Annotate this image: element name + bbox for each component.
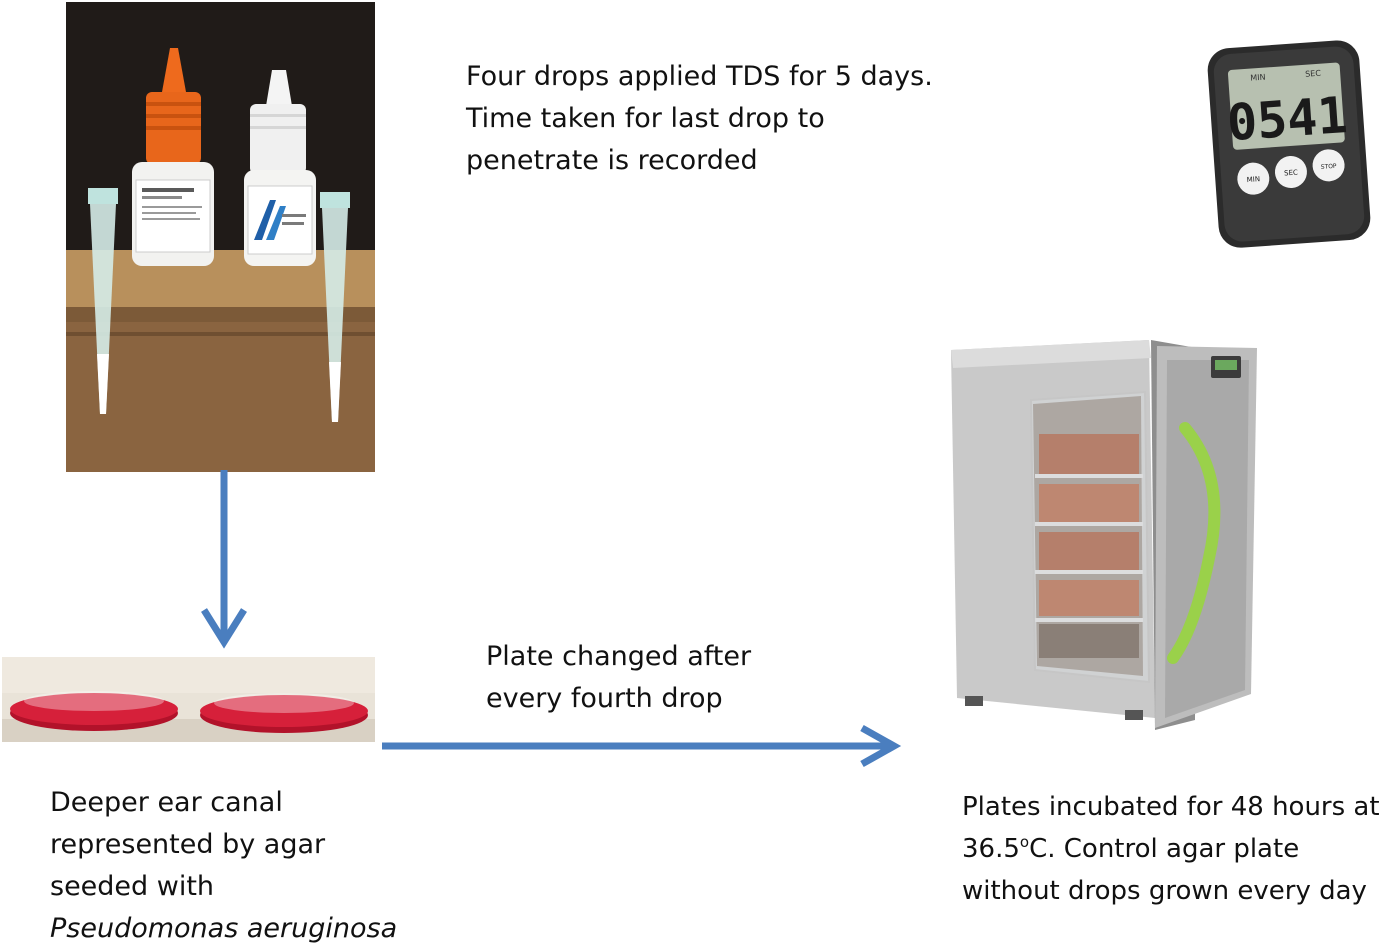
left-pipette-tip	[88, 188, 118, 414]
timer-digits: 0541	[1225, 86, 1349, 152]
incubator-shelves	[1035, 434, 1143, 658]
incubation-line-1: Plates incubated for 48 hours at	[962, 792, 1380, 822]
timer-label-sec: SEC	[1305, 69, 1322, 79]
plate-change-note: Plate changed after every fourth drop	[486, 636, 751, 720]
incubation-line-2: 36.5oC. Control agar plate	[962, 828, 1380, 870]
incubation-line-2-rest: C. Control agar plate	[1029, 834, 1300, 864]
timer-sec-button-label: SEC	[1284, 169, 1298, 178]
drops-line-3: penetrate is recorded	[466, 145, 758, 176]
drops-line-2: Time taken for last drop to	[466, 103, 825, 134]
down-arrow	[198, 470, 250, 652]
timer-stop-button[interactable]	[1312, 148, 1346, 182]
timer-stop-button-label: STOP	[1321, 163, 1338, 171]
incubation-description: Plates incubated for 48 hours at 36.5oC.…	[962, 786, 1380, 912]
digital-timer: MIN SEC 0541 MIN SEC STOP	[1205, 38, 1375, 250]
right-pipette-tip	[320, 192, 350, 422]
plate-line-1: Plate changed after	[486, 641, 752, 672]
ear-drops-photo	[66, 2, 375, 472]
degree-sign: o	[1019, 833, 1030, 851]
incubator-photo	[945, 338, 1269, 738]
agar-plate-left	[10, 691, 178, 731]
agar-line-1: Deeper ear canal	[50, 787, 283, 818]
agar-plate-right	[200, 693, 368, 733]
drops-line-1: Four drops applied TDS for 5 days.	[466, 61, 933, 92]
right-arrow	[380, 724, 904, 768]
agar-description: Deeper ear canal represented by agar see…	[50, 782, 397, 950]
timer-min-button[interactable]	[1236, 162, 1270, 196]
drops-instructions: Four drops applied TDS for 5 days. Time …	[466, 56, 933, 182]
plate-line-2: every fourth drop	[486, 683, 723, 714]
agar-line-3: seeded with	[50, 871, 215, 902]
incubation-line-3: without drops grown every day	[962, 876, 1367, 906]
white-cap-bottle	[244, 70, 316, 266]
timer-min-button-label: MIN	[1246, 175, 1260, 184]
orange-cap-bottle	[132, 48, 214, 266]
agar-organism: Pseudomonas aeruginosa	[50, 913, 398, 944]
timer-label-min: MIN	[1250, 73, 1266, 83]
agar-line-2: represented by agar	[50, 829, 326, 860]
timer-sec-button[interactable]	[1274, 155, 1308, 189]
agar-plates-photo	[2, 657, 375, 742]
incubation-temp: 36.5	[962, 834, 1020, 864]
